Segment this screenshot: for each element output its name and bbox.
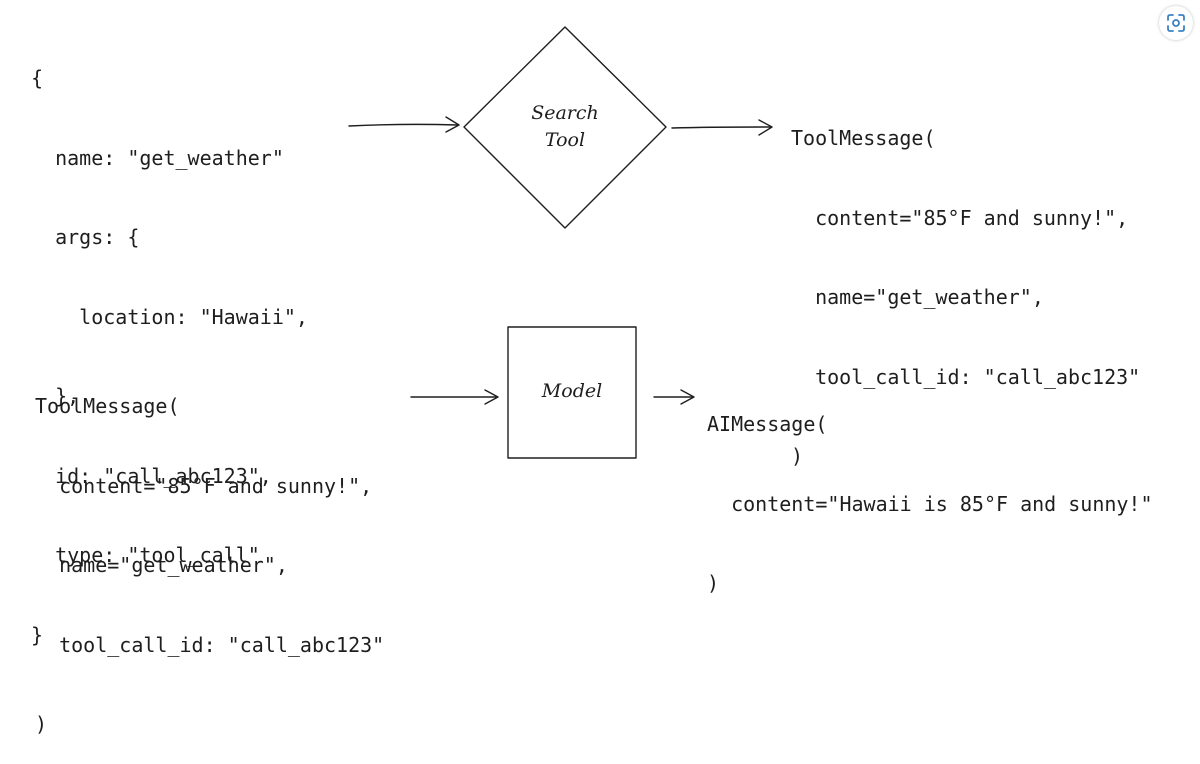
code-line: tool_call_id: "call_abc123"	[35, 632, 385, 657]
code-line: ToolMessage(	[791, 126, 936, 150]
scan-icon	[1167, 14, 1185, 32]
code-line: name: "get_weather"	[31, 145, 284, 170]
code-line: args: {	[31, 225, 140, 249]
model-label: Model	[541, 380, 603, 402]
code-line: },	[31, 384, 80, 408]
code-line: AIMessage(	[707, 412, 828, 436]
code-line: content="Hawaii is 85°F and sunny!"	[707, 491, 1153, 516]
code-line: {	[31, 66, 44, 90]
model-box	[507, 326, 637, 459]
tool-message-bottom-code: ToolMessage( content="85°F and sunny!", …	[35, 340, 384, 764]
tool-message-top-code: ToolMessage( content="85°F and sunny!", …	[791, 72, 1140, 496]
search-tool-label: Search Tool	[515, 100, 615, 154]
arrow-search-to-toolmessage	[671, 126, 772, 129]
code-line: tool_call_id: "call_abc123"	[791, 364, 1141, 389]
code-line: name="get_weather",	[35, 553, 288, 577]
code-line: name="get_weather",	[791, 285, 1044, 309]
code-line: ToolMessage(	[35, 394, 180, 418]
diagram-canvas	[348, 26, 773, 459]
code-line: )	[707, 571, 720, 595]
arrow-toolcall-to-search	[348, 123, 459, 127]
search-tool-diamond	[463, 26, 667, 229]
search-tool-label-line2: Tool	[544, 129, 586, 151]
code-line: )	[35, 712, 48, 736]
scan-button[interactable]	[1159, 6, 1193, 40]
code-line: location: "Hawaii",	[31, 304, 308, 329]
code-line: content="85°F and sunny!",	[791, 205, 1129, 230]
ai-message-code: AIMessage( content="Hawaii is 85°F and s…	[707, 358, 1153, 623]
code-line: )	[791, 444, 804, 468]
code-line: content="85°F and sunny!",	[35, 473, 373, 498]
search-tool-label-line1: Search	[531, 102, 599, 124]
